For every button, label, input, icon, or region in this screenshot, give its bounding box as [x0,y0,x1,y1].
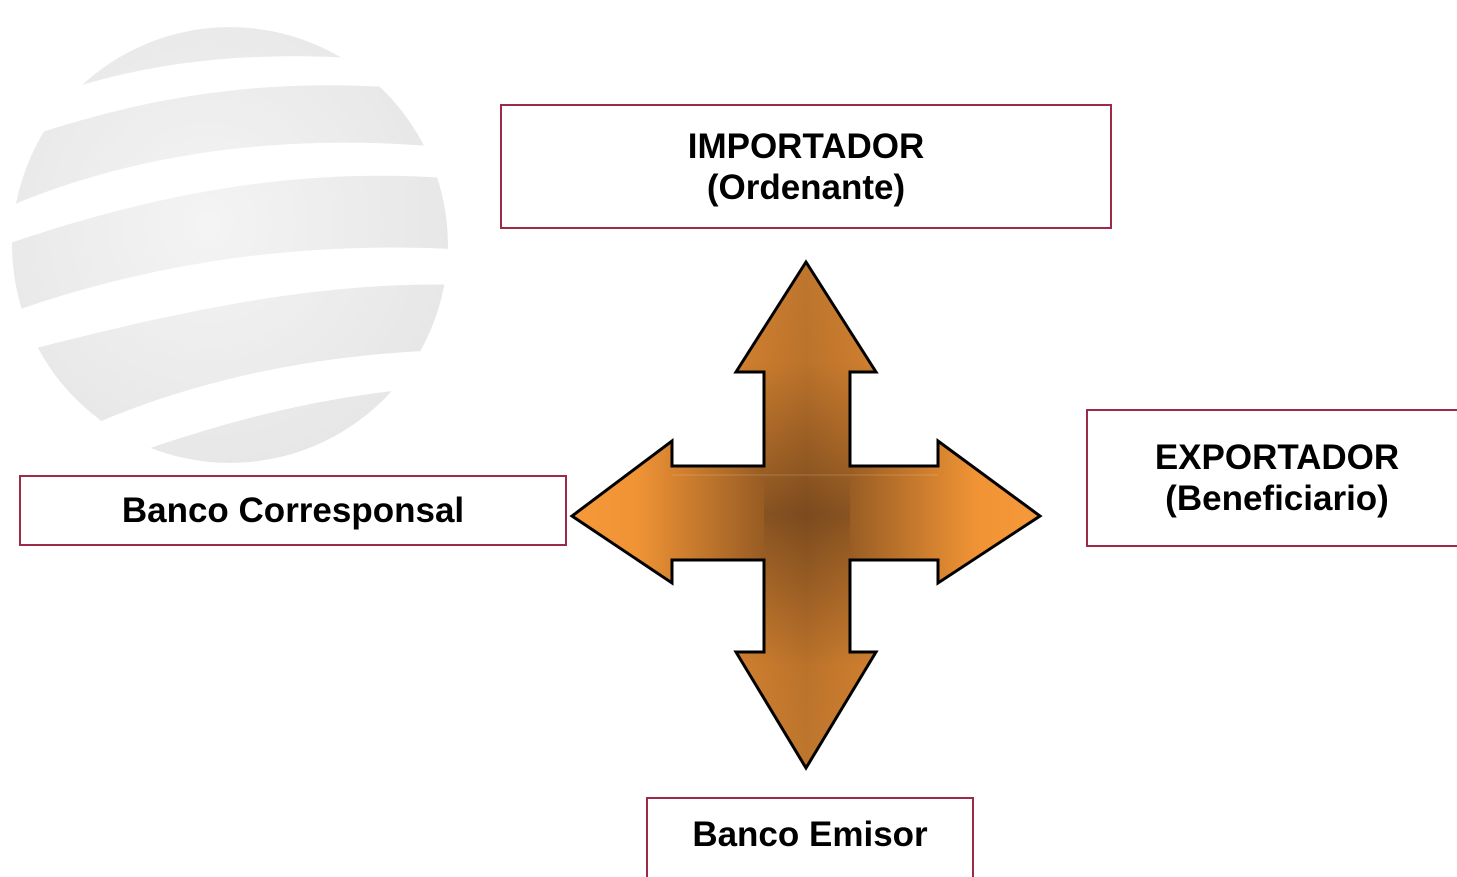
correspondent-bank-name: Banco Corresponsal [121,491,465,530]
exporter-box: EXPORTADOR (Beneficiario) [1086,409,1457,547]
exporter-name: EXPORTADOR [1154,438,1400,477]
issuing-bank-name: Banco Emisor [692,815,928,854]
importer-name: IMPORTADOR [687,126,925,166]
importer-role: (Ordenante) [706,167,906,207]
issuing-bank-box: Banco Emisor [646,797,974,877]
globe-watermark-icon [12,27,448,463]
correspondent-bank-box: Banco Corresponsal [19,475,567,546]
importer-box: IMPORTADOR (Ordenante) [500,104,1112,229]
exporter-role: (Beneficiario) [1165,479,1389,518]
